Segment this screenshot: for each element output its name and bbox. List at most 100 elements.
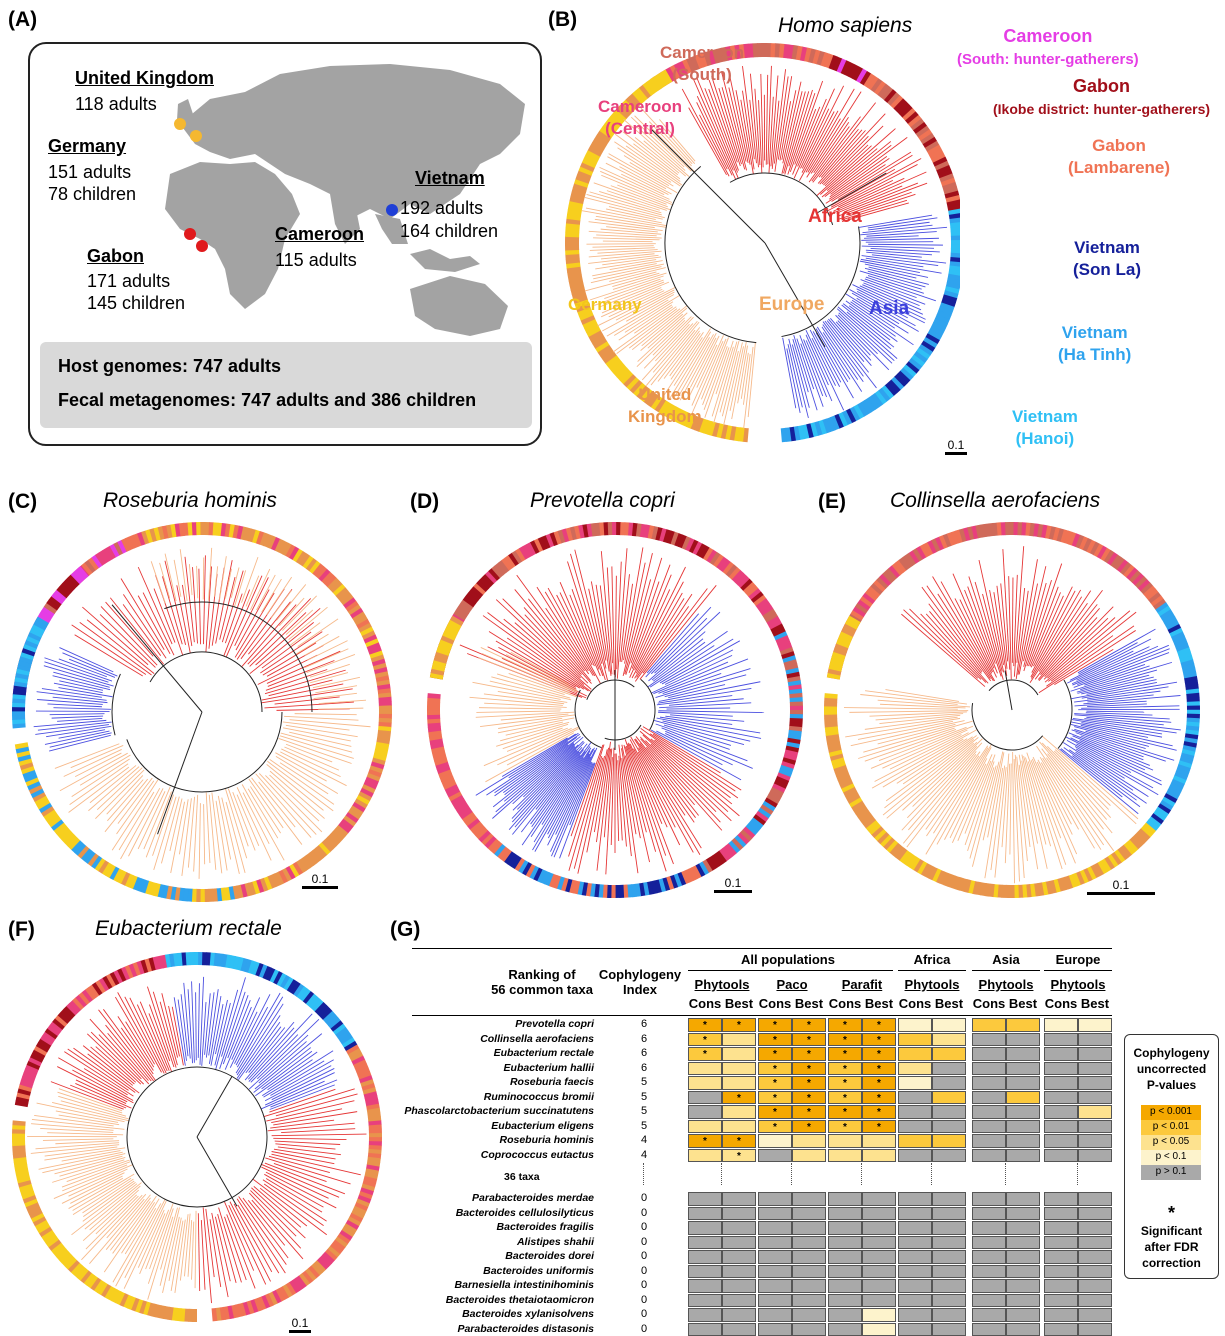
tree-b-branch — [865, 276, 937, 302]
tree-e-ring-segment — [827, 741, 841, 749]
tree-b-ring-segment — [729, 425, 737, 441]
tree-e-branch — [967, 586, 996, 664]
tree-f-branch — [159, 1207, 180, 1286]
tree-f-ring-segment — [132, 961, 142, 976]
tree-c-ring-segment — [365, 776, 379, 786]
tree-e-branch — [1034, 589, 1103, 680]
pvalue-cell — [932, 1279, 966, 1293]
tree-c-ring-segment — [281, 867, 292, 882]
tree-d-branch — [646, 613, 700, 674]
tree-b-branch — [803, 339, 828, 398]
tree-d-branch — [488, 631, 581, 689]
tree-b-ring-segment — [890, 95, 904, 109]
tree-b-branch — [652, 320, 698, 373]
tree-d-ring-segment — [431, 745, 445, 754]
panel-label-a: (A) — [8, 8, 38, 31]
tree-d-branch — [588, 588, 607, 669]
tree-e-branch — [1054, 749, 1137, 825]
tree-f-ring-segment — [337, 1030, 351, 1042]
taxon-name: Eubacterium rectale — [493, 1047, 594, 1059]
tree-d-ring-segment — [490, 841, 503, 855]
tree-c-branch — [118, 791, 155, 851]
tree-e-ring-segment — [837, 775, 852, 785]
tree-f-branch — [85, 1195, 139, 1250]
tree-c-ring-segment — [370, 654, 385, 663]
tree-f-ring-segment — [364, 1172, 379, 1180]
tree-e-branch — [858, 727, 955, 759]
pvalue-cell — [1078, 1032, 1112, 1047]
title-f: Eubacterium rectale — [95, 917, 282, 940]
tree-f-branch — [42, 1138, 114, 1141]
pvalue-cell: * — [792, 1076, 826, 1090]
tree-c-branch — [96, 767, 143, 811]
tree-c-branch — [82, 606, 149, 666]
cophylogeny-index: 0 — [640, 1279, 648, 1291]
tree-f-branch — [184, 1213, 191, 1277]
tree-f-ring-segment — [130, 1297, 140, 1312]
tree-d-branch — [662, 673, 722, 695]
tree-b-ring-segment — [936, 164, 952, 175]
tree-d-ring-segment — [677, 871, 687, 886]
tree-c-branch — [89, 765, 137, 804]
tree-e-branch — [1080, 724, 1173, 747]
tree-f-ring-segment — [173, 953, 180, 967]
tree-c-ring-segment — [295, 859, 307, 874]
tree-d-branch — [624, 579, 652, 675]
tree-f-branch — [81, 1194, 143, 1261]
tree-c-ring-segment — [32, 791, 47, 802]
panel-label-f: (F) — [8, 918, 35, 941]
tree-e-branch — [908, 751, 977, 831]
tree-b-branch — [742, 90, 755, 170]
tree-d-ring-segment — [442, 780, 457, 790]
tree-d-ring-segment — [503, 851, 516, 865]
tree-c-ring-segment — [84, 559, 97, 573]
tree-c-ring-segment — [368, 646, 382, 656]
cophylogeny-index: 5 — [640, 1090, 648, 1103]
tree-d-ring-segment — [494, 562, 507, 576]
tree-b-ring-segment — [622, 373, 637, 388]
tree-c-ring-segment — [157, 884, 165, 898]
tree-c-ring-segment — [161, 525, 170, 539]
tree-d-branch — [665, 733, 733, 766]
tree-b-branch — [645, 321, 700, 386]
tree-c-branch — [242, 792, 270, 845]
pvalue-cell — [1078, 1221, 1112, 1235]
tree-f-branch — [68, 1168, 128, 1197]
tree-c-ring-segment — [26, 635, 40, 646]
tree-c-branch — [236, 787, 272, 861]
tree-c-ring-segment — [366, 772, 381, 782]
tree-f-branch — [263, 1060, 325, 1098]
tree-e-ring-segment — [825, 729, 839, 736]
tree-b-ring-segment — [890, 376, 905, 391]
tree-e-ring-segment — [902, 852, 914, 866]
tree-c-branch — [35, 724, 109, 735]
tree-c-ring-segment — [132, 876, 142, 891]
tree-f-ring-segment — [31, 1049, 46, 1060]
tree-e-branch — [951, 754, 993, 844]
tree-b-branch — [617, 147, 672, 183]
tree-f-ring-segment — [215, 1307, 222, 1321]
tree-c-ring-segment — [161, 884, 169, 899]
tree-d-ring-segment — [561, 528, 570, 543]
tree-e-branch — [1083, 695, 1181, 705]
tree-b-ring-segment — [941, 298, 956, 308]
tree-f-ring-segment — [322, 1010, 336, 1024]
tree-e-branch — [1072, 735, 1154, 771]
tree-d-ring-segment — [639, 523, 647, 538]
tree-c-ring-segment — [48, 815, 62, 828]
tree-d-ring-segment — [725, 564, 738, 578]
tree-f-ring-segment — [255, 962, 265, 977]
tree-b-branch — [837, 314, 878, 355]
tree-e-ring-segment — [826, 737, 840, 745]
tree-f-branch — [149, 1203, 174, 1270]
tree-f-branch — [264, 1162, 346, 1195]
tree-f-branch — [237, 1021, 281, 1080]
tree-e-branch — [984, 767, 1004, 879]
tree-e-branch — [1018, 764, 1031, 847]
tree-d-branch — [531, 751, 586, 828]
pvalue-cell — [898, 1322, 932, 1336]
tree-d-ring-segment — [666, 530, 676, 545]
tree-e-branch — [926, 745, 989, 837]
pvalue-cell — [688, 1090, 722, 1105]
tree-b-ring-segment — [939, 302, 955, 312]
